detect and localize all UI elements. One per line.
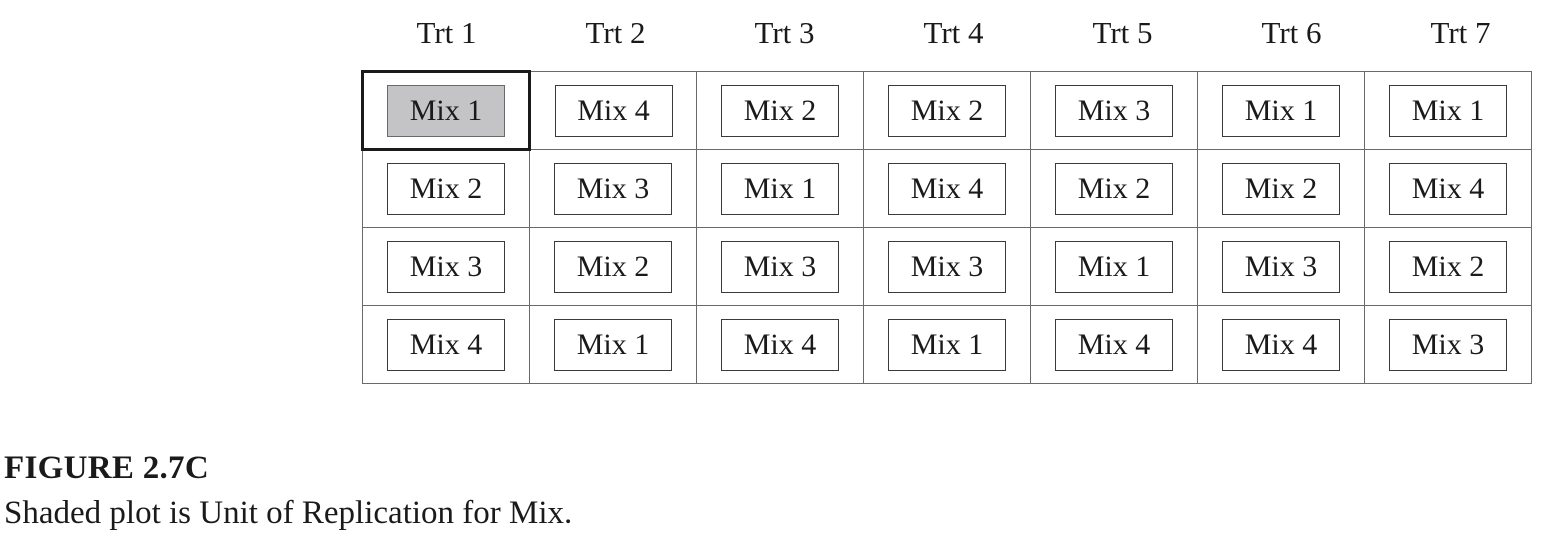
mix-label: Mix 1 xyxy=(1222,84,1340,137)
plot-cell: Mix 1 xyxy=(1197,71,1365,150)
plot-cell: Mix 1 xyxy=(1030,227,1198,306)
mix-label: Mix 2 xyxy=(888,84,1006,137)
mix-label: Mix 1 xyxy=(554,318,672,371)
plot-cell: Mix 1 xyxy=(696,149,864,228)
mix-label: Mix 2 xyxy=(387,163,505,215)
plot-row: Mix 3 Mix 2 Mix 3 Mix 3 Mix 1 Mix 3 Mix … xyxy=(362,227,1532,306)
treatment-header: Trt 1 xyxy=(416,15,477,50)
plot-cell: Mix 3 xyxy=(1364,305,1532,384)
mix-label: Mix 3 xyxy=(1055,84,1173,137)
plot-cell: Mix 1 xyxy=(529,305,697,384)
treatment-header: Trt 5 xyxy=(1092,15,1153,50)
mix-label: Mix 3 xyxy=(721,240,839,293)
plot-cell: Mix 1 xyxy=(1364,71,1532,150)
figure-label: FIGURE 2.7C xyxy=(4,450,209,486)
mix-label: Mix 2 xyxy=(554,240,672,293)
mix-label: Mix 4 xyxy=(387,318,505,371)
mix-label: Mix 4 xyxy=(1389,162,1507,215)
plot-cell: Mix 3 xyxy=(1197,227,1365,306)
mix-label: Mix 4 xyxy=(554,84,673,137)
plot-cell: Mix 4 xyxy=(362,305,530,384)
plot-cell: Mix 4 xyxy=(696,305,864,384)
plot-cell: Mix 2 xyxy=(1197,149,1365,228)
mix-label: Mix 4 xyxy=(1055,318,1173,371)
plot-cell: Mix 1 xyxy=(863,305,1031,384)
mix-label: Mix 1 xyxy=(888,318,1006,371)
treatment-header: Trt 6 xyxy=(1261,15,1322,50)
plot-cell: Mix 3 xyxy=(696,227,864,306)
plot-row: Mix 4 Mix 1 Mix 4 Mix 1 Mix 4 Mix 4 Mix … xyxy=(362,305,1532,384)
mix-label: Mix 2 xyxy=(721,84,839,137)
mix-label: Mix 4 xyxy=(1222,318,1340,371)
treatment-header: Trt 7 xyxy=(1430,15,1491,50)
mix-label: Mix 2 xyxy=(1389,240,1507,293)
mix-label: Mix 1 xyxy=(387,84,505,137)
plot-cell: Mix 2 xyxy=(529,227,697,306)
plot-cell: Mix 3 xyxy=(362,227,530,306)
mix-label: Mix 3 xyxy=(554,162,672,215)
plot-cell: Mix 2 xyxy=(362,149,530,228)
mix-label: Mix 1 xyxy=(1055,240,1173,293)
plot-cell: Mix 4 xyxy=(863,149,1031,228)
treatment-header: Trt 2 xyxy=(585,15,646,50)
mix-label: Mix 2 xyxy=(1222,162,1340,215)
mix-label: Mix 4 xyxy=(721,318,839,371)
plot-row: Mix 2 Mix 3 Mix 1 Mix 4 Mix 2 Mix 2 Mix … xyxy=(362,149,1532,228)
mix-label: Mix 3 xyxy=(888,240,1006,293)
treatment-header: Trt 3 xyxy=(754,15,815,50)
plot-cell: Mix 4 xyxy=(529,71,697,150)
plot-cell: Mix 2 xyxy=(1030,149,1198,228)
plot-cell-shaded: Mix 1 xyxy=(361,70,531,151)
mix-label: Mix 3 xyxy=(1222,240,1340,293)
mix-label: Mix 3 xyxy=(387,240,505,293)
mix-label: Mix 4 xyxy=(888,162,1006,215)
mix-label: Mix 1 xyxy=(1389,84,1507,137)
treatment-header: Trt 4 xyxy=(923,15,984,50)
plot-cell: Mix 3 xyxy=(1030,71,1198,150)
plot-cell: Mix 2 xyxy=(696,71,864,150)
plot-cell: Mix 4 xyxy=(1197,305,1365,384)
treatment-header-row: Trt 1 Trt 2 Trt 3 Trt 4 Trt 5 Trt 6 Trt … xyxy=(362,8,1545,58)
plot-cell: Mix 4 xyxy=(1364,149,1532,228)
plot-cell: Mix 2 xyxy=(863,71,1031,150)
plot-row: Mix 1 Mix 4 Mix 2 Mix 2 Mix 3 Mix 1 Mix … xyxy=(361,70,1532,151)
figure-caption: FIGURE 2.7C Shaded plot is Unit of Repli… xyxy=(4,446,572,536)
plot-cell: Mix 3 xyxy=(529,149,697,228)
mix-label: Mix 1 xyxy=(721,162,839,215)
plot-grid: Mix 1 Mix 4 Mix 2 Mix 2 Mix 3 Mix 1 Mix … xyxy=(361,70,1532,384)
figure-caption-text: Shaded plot is Unit of Replication for M… xyxy=(4,495,573,531)
mix-label: Mix 3 xyxy=(1389,318,1507,371)
plot-cell: Mix 3 xyxy=(863,227,1031,306)
plot-cell: Mix 4 xyxy=(1030,305,1198,384)
mix-label: Mix 2 xyxy=(1055,162,1173,215)
plot-cell: Mix 2 xyxy=(1364,227,1532,306)
